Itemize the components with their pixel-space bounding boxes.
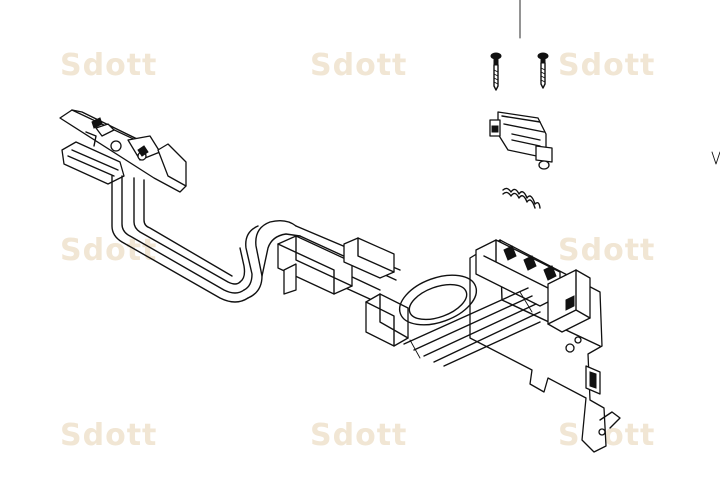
right-mount-frame <box>365 239 621 453</box>
watermark: Sdott <box>310 418 408 453</box>
watermark: Sdott <box>558 233 656 268</box>
watermark: Sdott <box>60 233 158 268</box>
cable-harness <box>111 175 401 303</box>
left-mount-bracket <box>59 109 187 193</box>
watermark: Sdott <box>60 418 158 453</box>
watermark: Sdott <box>558 418 656 453</box>
screw-2 <box>537 52 549 89</box>
edge-mark <box>711 151 720 165</box>
spring <box>502 187 541 209</box>
watermark: Sdott <box>310 48 408 83</box>
hinge-clip <box>489 111 553 170</box>
screw-1 <box>490 52 502 91</box>
watermark: Sdott <box>558 48 656 83</box>
watermark: Sdott <box>60 48 158 83</box>
